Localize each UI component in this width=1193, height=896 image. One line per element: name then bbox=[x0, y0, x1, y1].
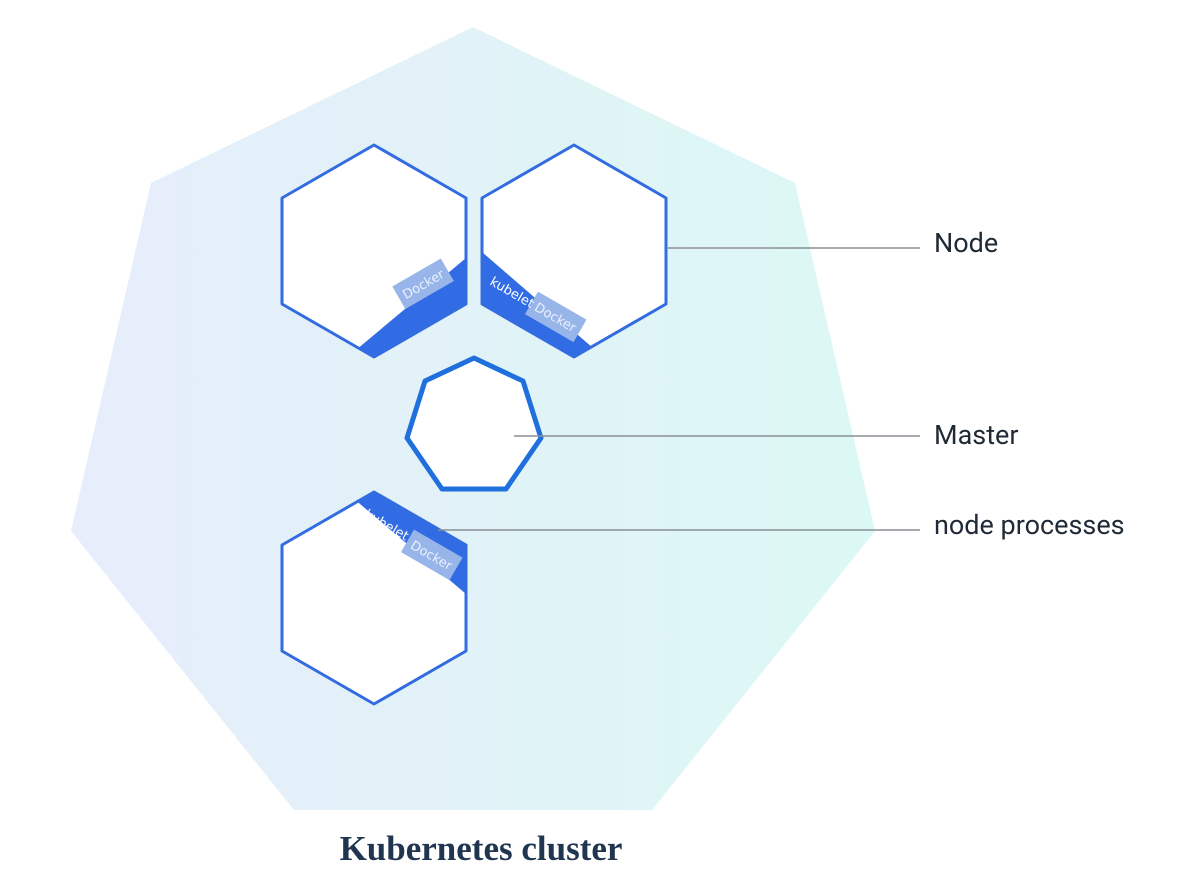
docker-tag bbox=[525, 291, 587, 343]
cluster-title: Kubernetes cluster bbox=[340, 829, 623, 868]
master-node bbox=[404, 355, 544, 492]
docker-tag bbox=[392, 258, 454, 309]
master-label: Master bbox=[934, 419, 1019, 451]
docker-tag bbox=[401, 529, 463, 581]
node-processes-label: node processes bbox=[934, 509, 1125, 541]
node-label: Node bbox=[934, 227, 998, 259]
